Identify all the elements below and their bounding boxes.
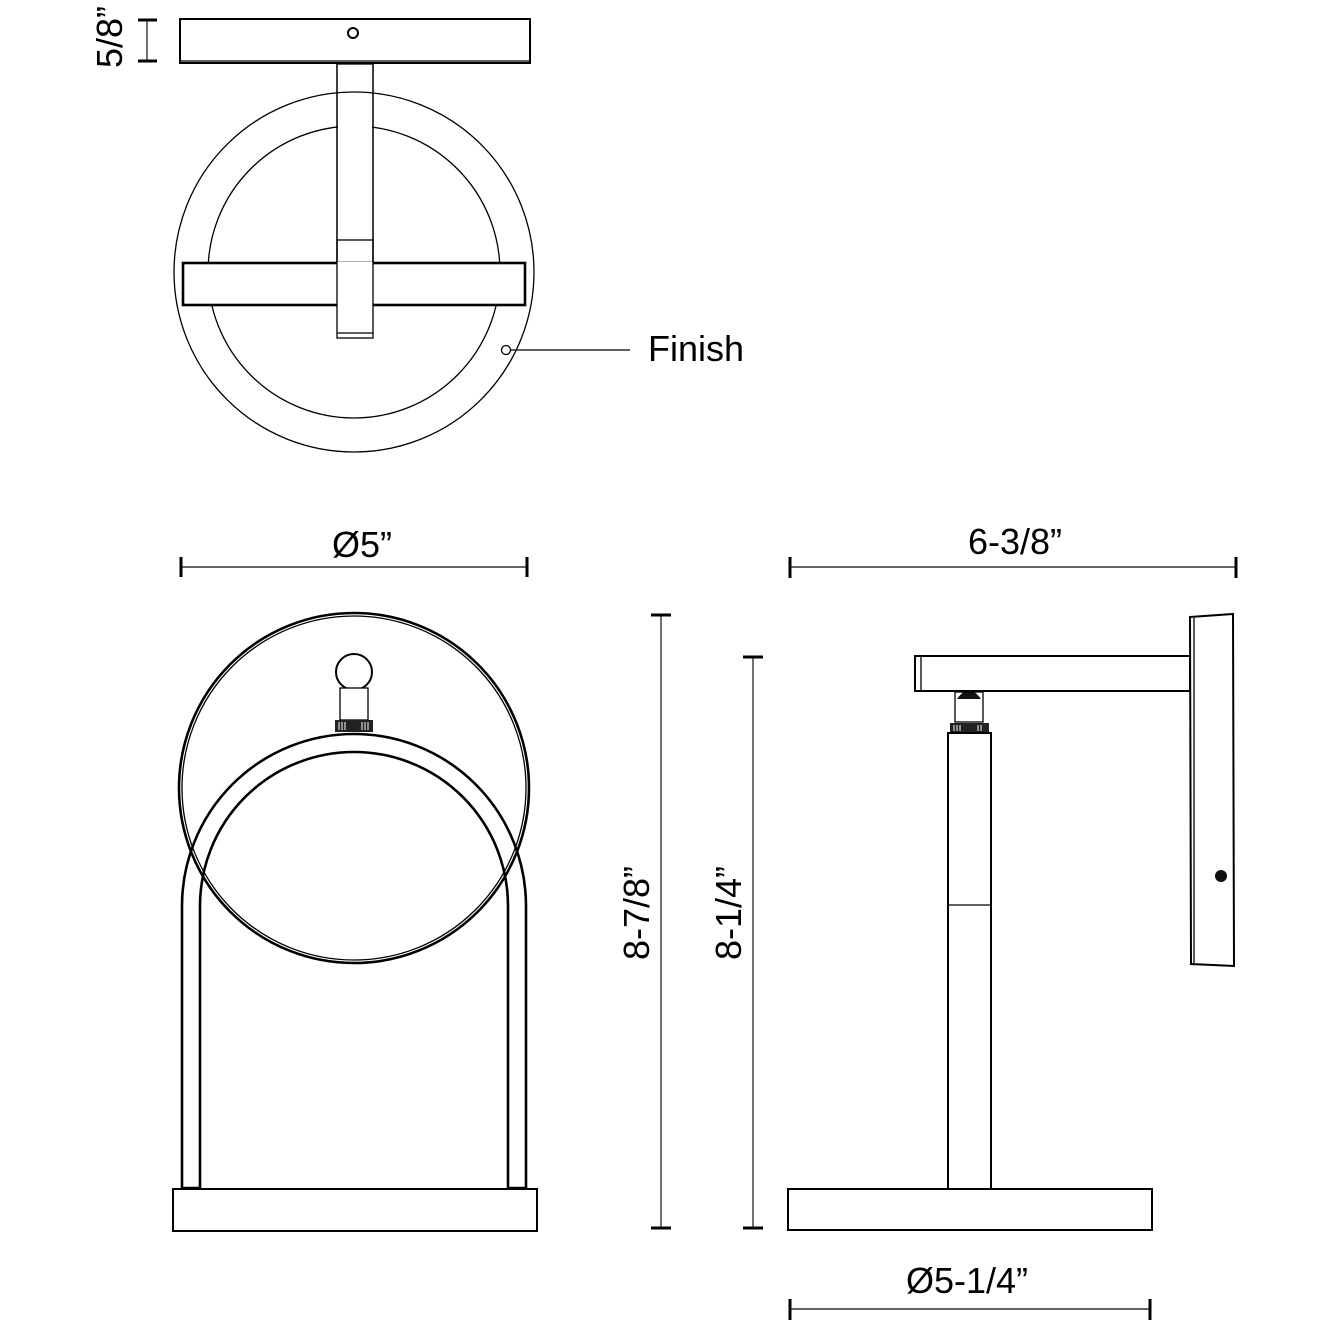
top-view: Finish 5/8” <box>89 6 744 453</box>
side-socket-nut <box>950 723 989 733</box>
front-base <box>172 1188 538 1232</box>
dim-base-diameter: Ø5-1/4” <box>906 1260 1028 1301</box>
dim-front-width: Ø5” <box>332 524 392 565</box>
bulb-icon <box>335 653 373 691</box>
arch-arm <box>180 732 528 1190</box>
top-backplate <box>179 18 531 64</box>
side-arm <box>914 655 1191 692</box>
side-view: 6-3/8” Ø5-1/4” <box>787 521 1238 1320</box>
side-backplate <box>1188 612 1236 968</box>
front-view: Ø5” <box>172 524 538 1232</box>
dim-backplate-depth: 5/8” <box>89 6 130 68</box>
side-stem <box>947 732 992 1190</box>
socket-nut <box>335 720 373 732</box>
finish-marker-icon <box>500 344 512 356</box>
finish-label: Finish <box>648 328 744 369</box>
dim-side-height: 8-1/4” <box>708 866 749 960</box>
side-socket <box>954 691 984 723</box>
dim-extension: 6-3/8” <box>968 521 1062 562</box>
outer-ring <box>173 91 535 453</box>
side-base <box>787 1188 1153 1231</box>
dim-overall-height: 8-7/8” <box>616 866 657 960</box>
front-backplate-disc <box>177 611 531 965</box>
mounting-hole-icon <box>347 27 359 39</box>
set-screw-icon <box>1215 870 1227 882</box>
height-dimensions: 8-7/8” 8-1/4” <box>616 613 763 1230</box>
